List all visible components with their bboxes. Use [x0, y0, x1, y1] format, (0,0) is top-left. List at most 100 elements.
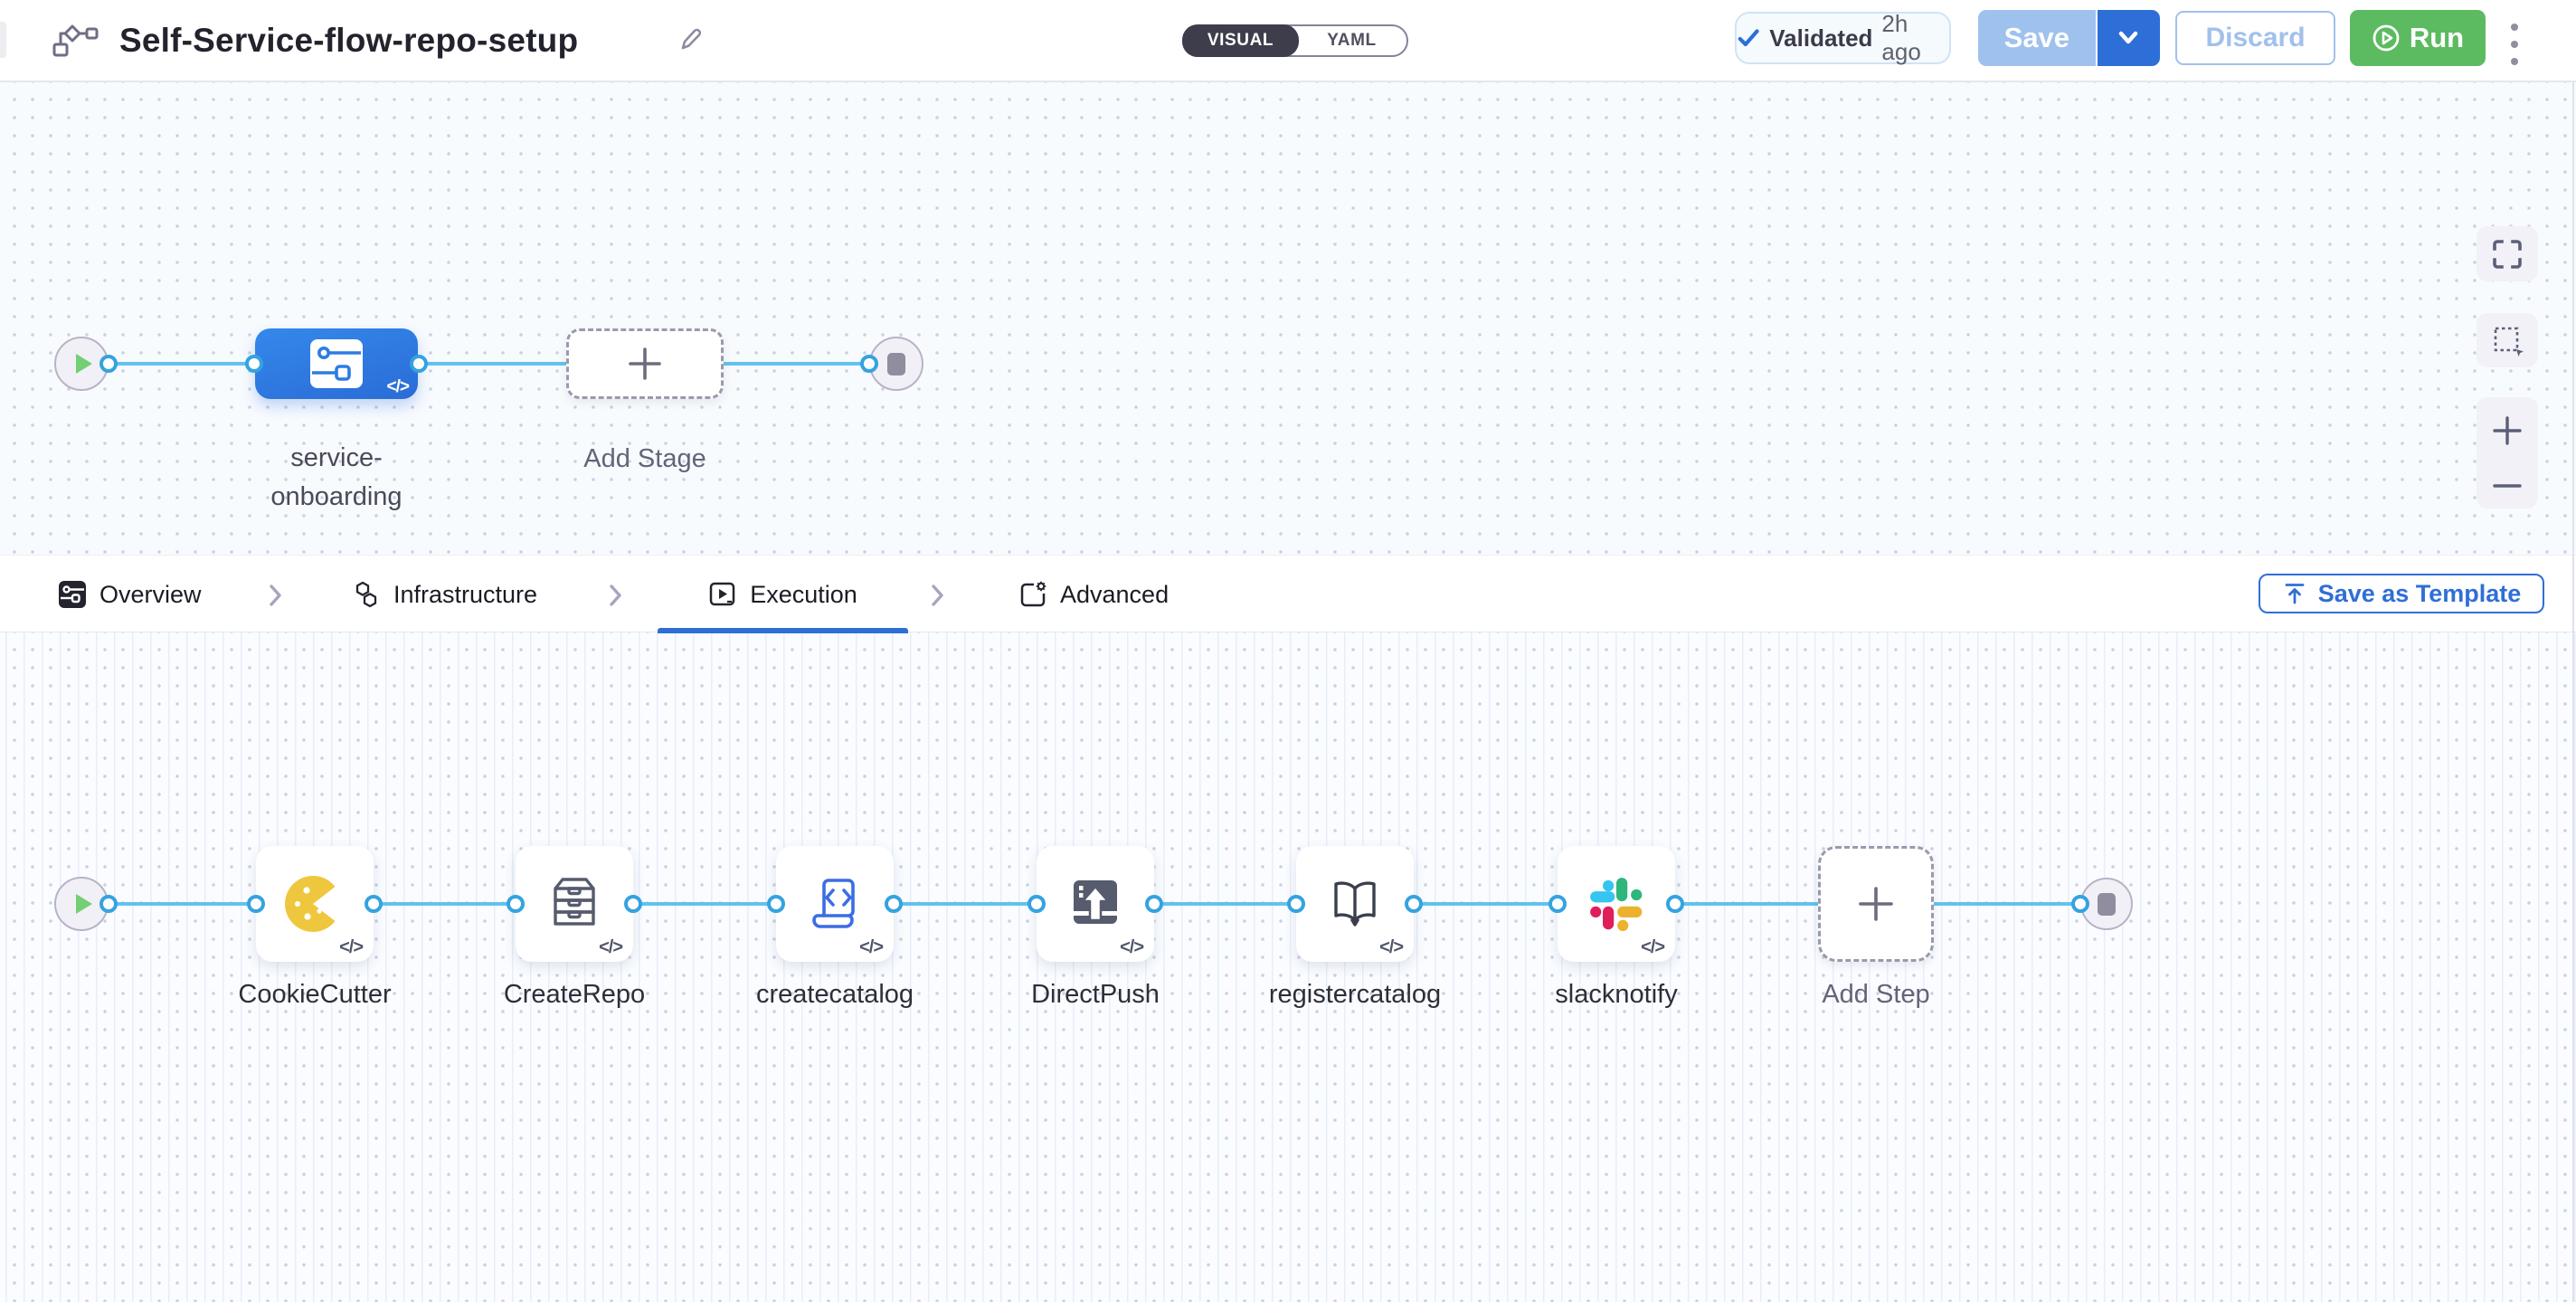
- tab-separator-chevron-icon: [270, 584, 281, 606]
- step-node-createcatalog[interactable]: </>: [776, 846, 894, 962]
- discard-button[interactable]: Discard: [2175, 11, 2335, 65]
- chevron-down-icon: [2119, 31, 2138, 44]
- toggle-visual[interactable]: VISUAL: [1182, 24, 1299, 57]
- active-tab-underline: [658, 628, 908, 633]
- slack-icon: [1590, 878, 1643, 931]
- push-upload-icon: [1074, 880, 1117, 924]
- stage-node-service-onboarding[interactable]: </>: [255, 328, 418, 399]
- stop-square-icon: [887, 352, 905, 375]
- fullscreen-icon: [2493, 239, 2522, 269]
- add-step-node[interactable]: [1818, 846, 1934, 962]
- connector-port[interactable]: [99, 895, 118, 913]
- connector-port[interactable]: [507, 895, 525, 913]
- tab-infrastructure[interactable]: Infrastructure: [352, 556, 537, 633]
- connector-port[interactable]: [1028, 895, 1046, 913]
- page-title: Self-Service-flow-repo-setup: [119, 22, 579, 59]
- step-node-slacknotify[interactable]: </>: [1558, 846, 1675, 962]
- connector-port[interactable]: [1548, 895, 1567, 913]
- start-play-icon: [75, 894, 92, 914]
- tab-execution-label: Execution: [750, 580, 857, 608]
- add-stage-label: Add Stage: [583, 444, 706, 473]
- step-label: createcatalog: [755, 980, 914, 1009]
- open-book-icon: [1334, 881, 1376, 927]
- toggle-yaml[interactable]: YAML: [1327, 31, 1377, 50]
- execution-start-node: [54, 877, 109, 931]
- tab-overview[interactable]: Overview: [58, 556, 202, 633]
- tab-advanced[interactable]: Advanced: [1018, 556, 1169, 633]
- zoom-in-icon[interactable]: [2489, 413, 2525, 449]
- advanced-gear-square-icon: [1020, 581, 1046, 607]
- nav-edge-decoration: [0, 22, 6, 58]
- tab-overview-label: Overview: [99, 580, 202, 608]
- connector-port[interactable]: [1145, 895, 1163, 913]
- canvas-right-edge: [2572, 82, 2574, 1302]
- start-play-icon: [75, 354, 92, 374]
- step-code-badge: </>: [599, 937, 623, 957]
- save-as-template-label: Save as Template: [2317, 579, 2522, 607]
- step-label: DirectPush: [1031, 980, 1160, 1009]
- stage-name-label: service- onboarding: [270, 443, 402, 511]
- play-circle-icon: [2372, 24, 2400, 52]
- validated-label: Validated: [1769, 24, 1873, 52]
- connector-port[interactable]: [99, 355, 118, 373]
- tab-execution[interactable]: Execution: [658, 556, 908, 633]
- plus-icon: [629, 347, 661, 380]
- save-split-button: Save: [1978, 10, 2160, 66]
- step-code-badge: </>: [1379, 937, 1404, 957]
- stage-canvas[interactable]: </> service- onboarding Add Stage: [0, 82, 2576, 555]
- save-as-template-button[interactable]: Save as Template: [2259, 574, 2544, 613]
- check-icon: [1738, 29, 1759, 47]
- validated-time: 2h ago: [1881, 10, 1921, 65]
- stop-square-icon: [2098, 892, 2116, 916]
- connector-port[interactable]: [1287, 895, 1305, 913]
- connector-port[interactable]: [1405, 895, 1423, 913]
- flowchart-icon: [51, 24, 99, 62]
- add-step-label: Add Step: [1822, 980, 1930, 1009]
- stage-code-badge: </>: [386, 377, 411, 396]
- connector-port[interactable]: [245, 355, 263, 373]
- save-button[interactable]: Save: [1978, 10, 2096, 66]
- step-node-directpush[interactable]: </>: [1037, 846, 1154, 962]
- connector-port[interactable]: [410, 355, 428, 373]
- execution-canvas[interactable]: </> </> </>: [0, 632, 2576, 1302]
- tab-advanced-label: Advanced: [1060, 580, 1170, 608]
- step-node-createrepo[interactable]: </>: [516, 846, 633, 962]
- run-label: Run: [2409, 22, 2465, 53]
- connector-port[interactable]: [2071, 895, 2089, 913]
- edit-title-pencil-icon[interactable]: [677, 25, 704, 59]
- zoom-out-icon[interactable]: [2489, 479, 2525, 493]
- run-button[interactable]: Run: [2350, 10, 2486, 66]
- step-label: CreateRepo: [503, 980, 646, 1009]
- connector-port[interactable]: [767, 895, 785, 913]
- step-code-badge: </>: [1120, 937, 1144, 957]
- step-code-badge: </>: [339, 937, 364, 957]
- zoom-buttons: [2477, 397, 2538, 508]
- execution-end-node: [2080, 878, 2133, 930]
- step-code-badge: </>: [859, 937, 884, 957]
- stage-icon: [310, 339, 363, 388]
- infrastructure-hexagons-icon: [355, 581, 377, 608]
- stage-tabbar: Overview Infrastructure Execution: [0, 555, 2576, 633]
- marquee-select-button[interactable]: [2477, 313, 2538, 367]
- step-node-registercatalog[interactable]: </>: [1296, 846, 1414, 962]
- connector-port[interactable]: [624, 895, 642, 913]
- step-label: registercatalog: [1268, 980, 1442, 1009]
- connector-port[interactable]: [365, 895, 383, 913]
- more-options-kebab-icon[interactable]: [2504, 22, 2525, 67]
- save-dropdown-button[interactable]: [2095, 10, 2160, 66]
- add-stage-node[interactable]: [566, 328, 724, 399]
- connector-port[interactable]: [247, 895, 265, 913]
- step-node-cookiecutter[interactable]: </>: [256, 846, 374, 962]
- code-script-icon: [812, 879, 855, 928]
- tab-separator-chevron-icon: [610, 584, 621, 606]
- validated-badge[interactable]: Validated 2h ago: [1735, 10, 1951, 65]
- overview-stage-icon: [59, 581, 86, 608]
- connector-port[interactable]: [860, 355, 878, 373]
- plus-icon: [1859, 887, 1893, 921]
- visual-yaml-toggle: VISUAL YAML: [1182, 24, 1408, 57]
- connector-port[interactable]: [1666, 895, 1684, 913]
- connector-port[interactable]: [885, 895, 903, 913]
- fit-to-screen-button[interactable]: [2477, 226, 2538, 281]
- tab-infrastructure-label: Infrastructure: [393, 580, 538, 608]
- selection-marquee-icon: [2494, 327, 2524, 356]
